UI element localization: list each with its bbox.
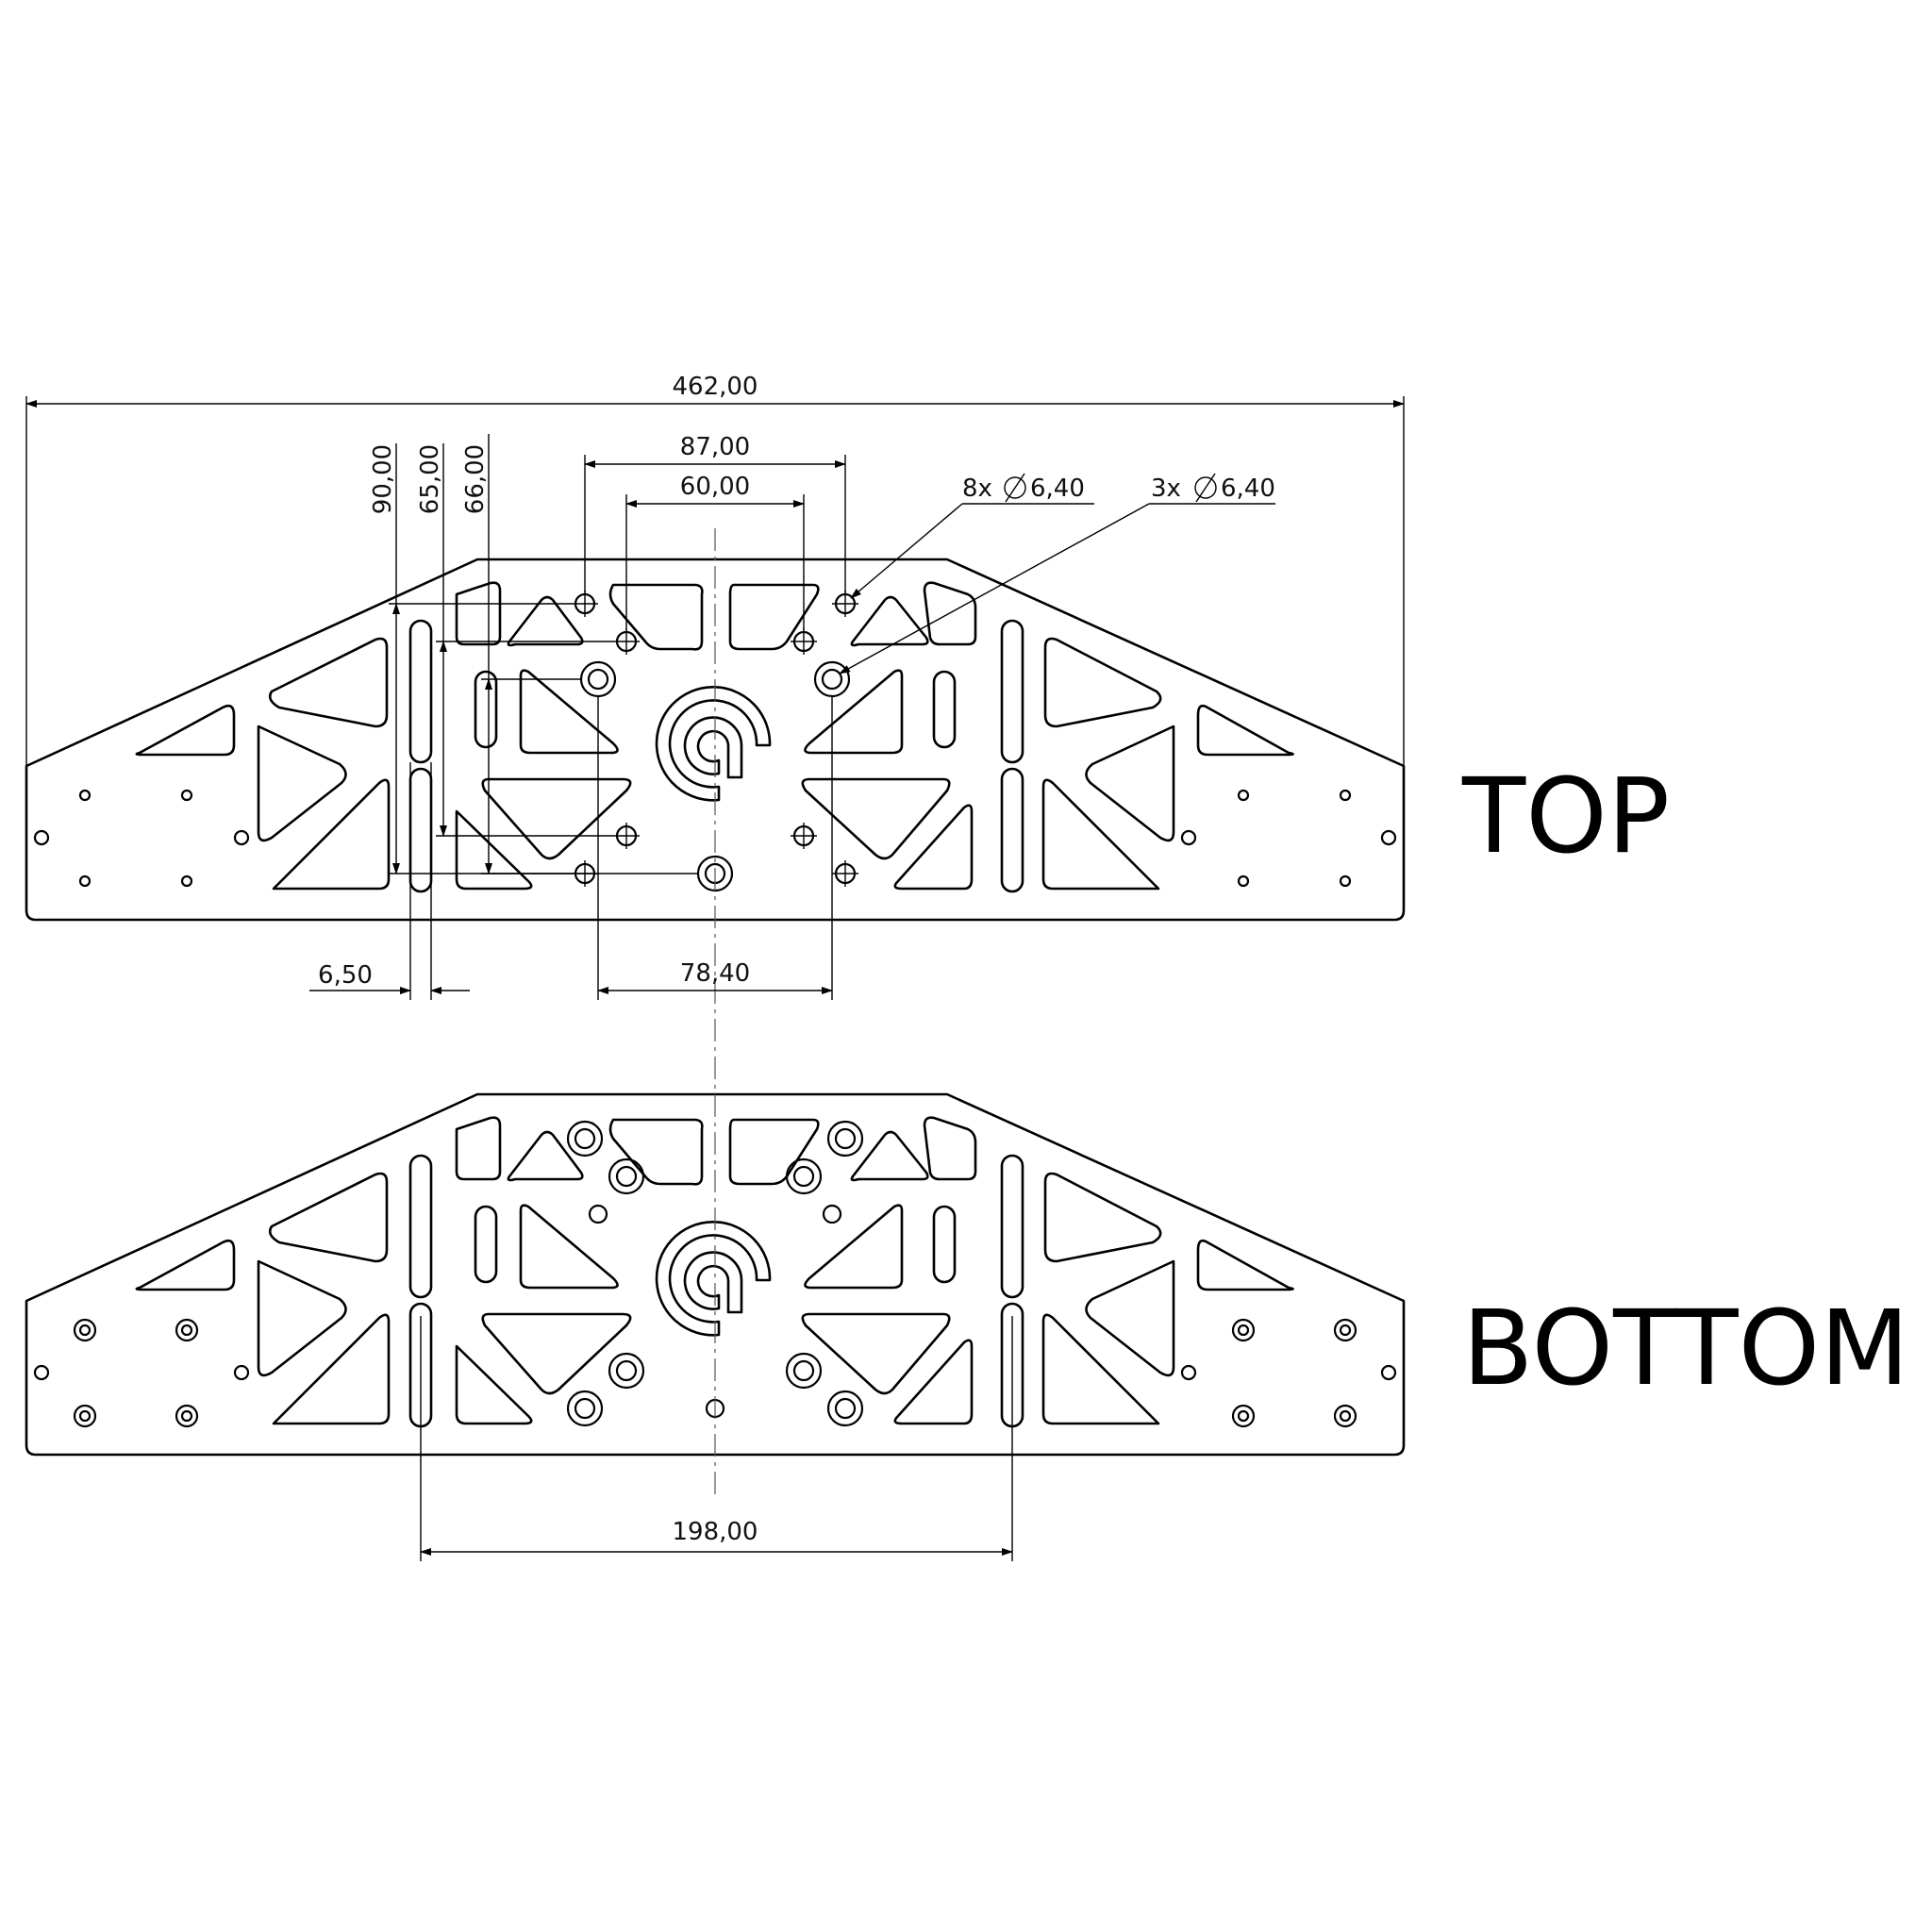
- dim-height-90: 90,00: [369, 444, 397, 514]
- dim-height-66: 66,00: [461, 444, 490, 514]
- dim-slot-width: 6,50: [318, 961, 373, 990]
- dim-width-60: 60,00: [680, 473, 750, 501]
- dim-height-65: 65,00: [416, 444, 444, 514]
- dim-width-198: 198,00: [673, 1518, 758, 1546]
- dim-width-87: 87,00: [680, 433, 750, 461]
- top-view: [25, 558, 1406, 922]
- dim-overall-width: 462,00: [673, 373, 758, 401]
- bottom-view-label: BOTTOM: [1462, 1288, 1909, 1408]
- dim-width-78-40: 78,40: [680, 959, 750, 988]
- bottom-view: [25, 1092, 1406, 1457]
- dimensions: 462,00 87,00 60,00 90,00 65,00 66,00 8x: [25, 373, 1405, 1561]
- callout-3x-count: 3x: [1151, 475, 1181, 503]
- callout-3x-diameter: 6,40: [1221, 475, 1275, 503]
- top-view-label: TOP: [1461, 756, 1670, 876]
- callout-8x-diameter: 6,40: [1030, 475, 1085, 503]
- callout-8x-count: 8x: [962, 475, 992, 503]
